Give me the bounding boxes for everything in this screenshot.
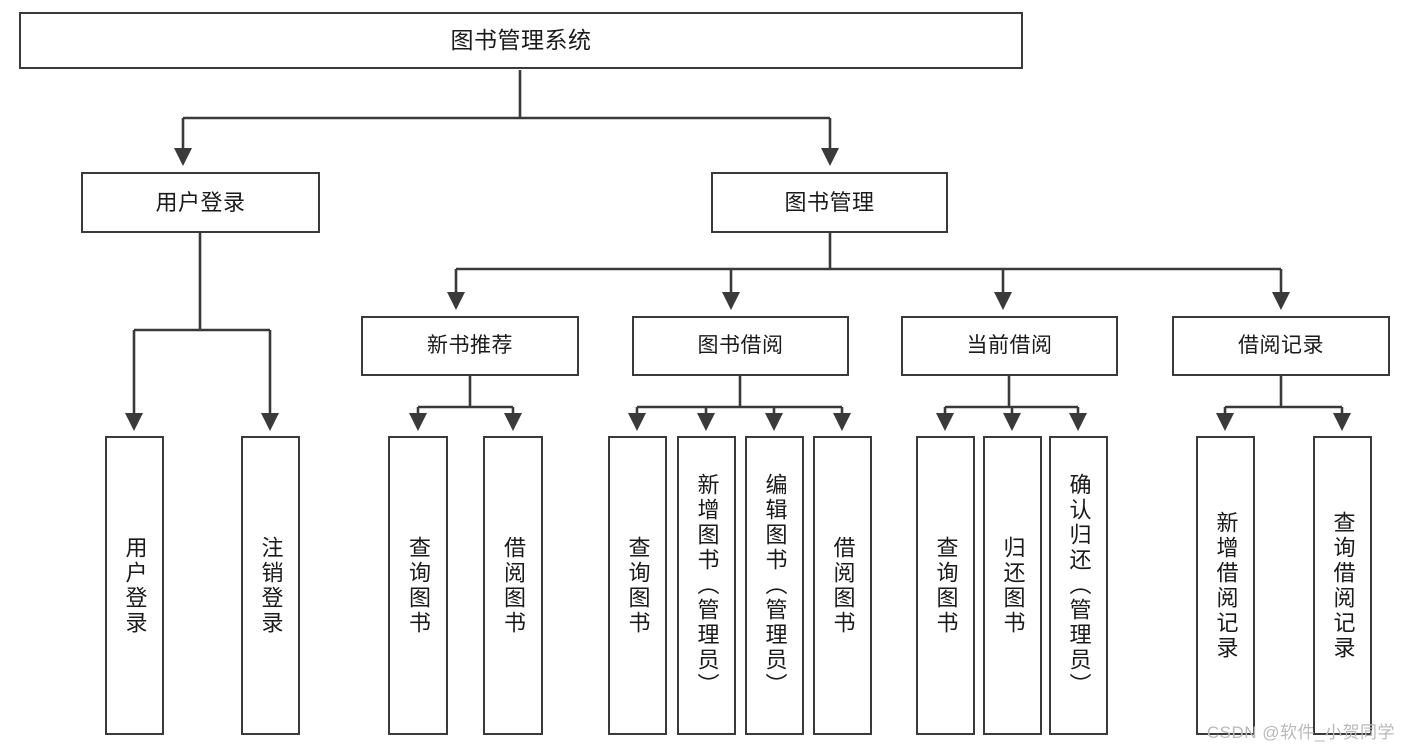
node-label: 确认归还（管理员） (1066, 473, 1092, 698)
node-book-borrow[interactable]: 图书借阅 (632, 316, 849, 376)
leaf-borrow-edit-book-admin[interactable]: 编辑图书（管理员） (745, 436, 804, 735)
node-label: 新增图书（管理员） (694, 473, 720, 698)
leaf-new-books-query-book[interactable]: 查询图书 (388, 436, 448, 735)
leaf-user-login[interactable]: 用户登录 (105, 436, 164, 735)
leaf-current-confirm-return-admin[interactable]: 确认归还（管理员） (1049, 436, 1108, 735)
leaf-borrow-borrow-book[interactable]: 借阅图书 (813, 436, 872, 735)
node-label: 查询图书 (406, 535, 431, 636)
node-label: 图书借阅 (697, 333, 784, 357)
node-borrow-records[interactable]: 借阅记录 (1172, 316, 1390, 376)
node-label: 新增借阅记录 (1213, 510, 1239, 661)
node-label: 注销登录 (258, 535, 284, 636)
leaf-borrow-add-book-admin[interactable]: 新增图书（管理员） (677, 436, 736, 735)
leaf-records-add-record[interactable]: 新增借阅记录 (1196, 436, 1255, 735)
node-label: 当前借阅 (966, 333, 1053, 357)
leaf-borrow-query-book[interactable]: 查询图书 (608, 436, 667, 735)
node-label: 查询借阅记录 (1330, 510, 1356, 661)
node-label: 借阅图书 (830, 535, 856, 636)
csdn-watermark: CSDN @软件_小贺同学 (1206, 723, 1395, 742)
node-label: 查询图书 (933, 535, 959, 636)
node-user-login[interactable]: 用户登录 (81, 172, 320, 233)
node-book-management[interactable]: 图书管理 (711, 172, 948, 233)
node-label: 图书管理 (784, 189, 875, 215)
node-label: 用户登录 (122, 535, 148, 636)
node-label: 编辑图书（管理员） (762, 473, 788, 698)
leaf-logout[interactable]: 注销登录 (241, 436, 300, 735)
node-current-borrow[interactable]: 当前借阅 (901, 316, 1118, 376)
node-label: 新书推荐 (427, 333, 513, 357)
node-label: 用户登录 (155, 189, 246, 215)
leaf-records-query-record[interactable]: 查询借阅记录 (1313, 436, 1372, 735)
node-label: 借阅图书 (501, 535, 526, 636)
leaf-current-query-book[interactable]: 查询图书 (916, 436, 975, 735)
node-new-book-recommend[interactable]: 新书推荐 (361, 316, 579, 376)
leaf-new-books-borrow-book[interactable]: 借阅图书 (483, 436, 543, 735)
node-label: 图书管理系统 (450, 26, 592, 53)
leaf-current-return-book[interactable]: 归还图书 (983, 436, 1042, 735)
node-label: 归还图书 (1000, 535, 1026, 636)
node-root-book-management-system[interactable]: 图书管理系统 (19, 12, 1023, 69)
node-label: 借阅记录 (1238, 333, 1324, 357)
node-label: 查询图书 (625, 535, 651, 636)
